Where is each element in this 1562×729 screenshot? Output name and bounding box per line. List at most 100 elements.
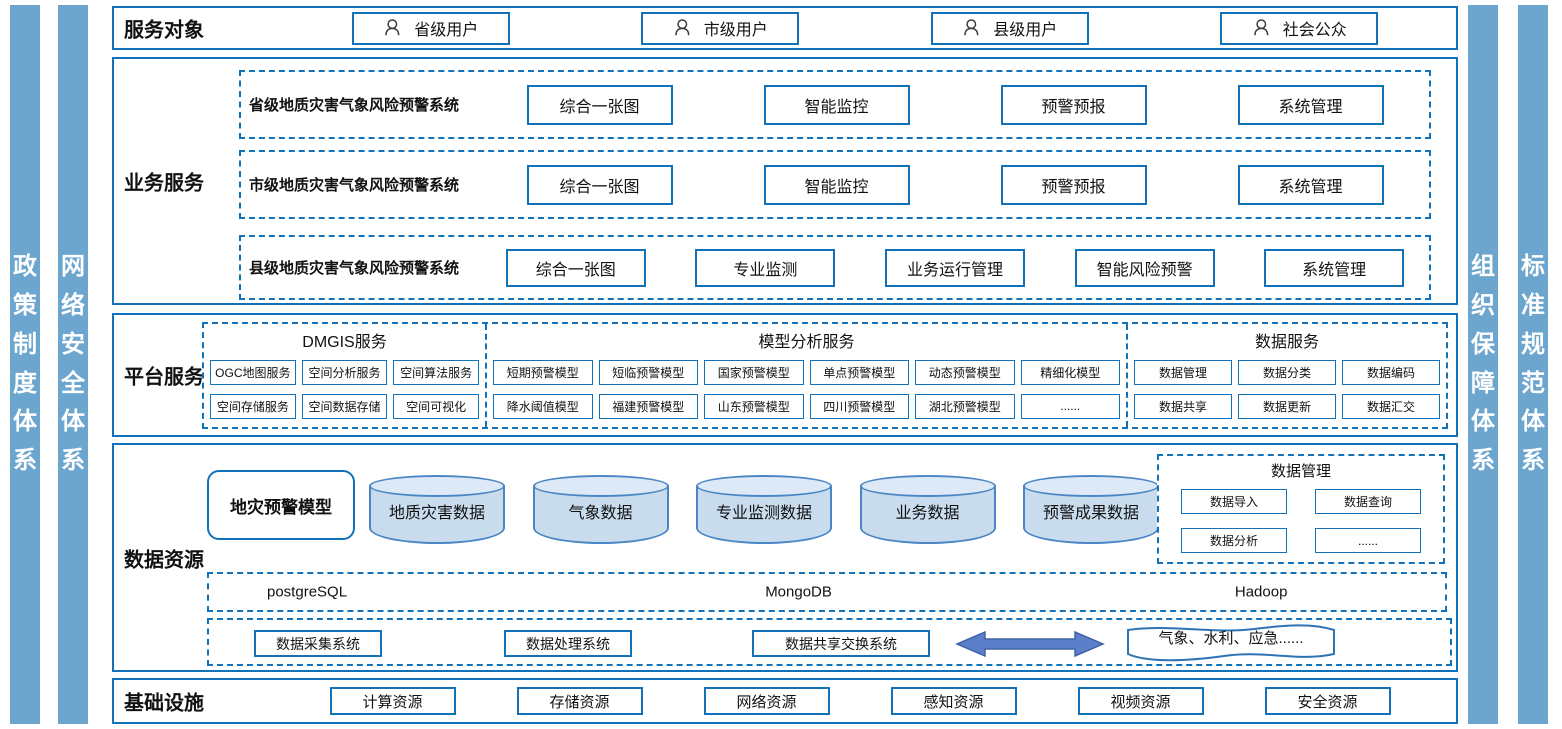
service-row: 数据管理 数据分类 数据编码 <box>1134 355 1440 389</box>
target-label: 县级用户 <box>993 22 1058 39</box>
disaster-warning-model-box: 地灾预警模型 <box>207 470 355 540</box>
data-mgmt-box: 数据查询 <box>1315 489 1421 514</box>
service-box: 短临预警模型 <box>598 359 698 385</box>
user-icon <box>964 19 979 36</box>
resource-box-compute: 计算资源 <box>329 687 456 715</box>
target-label: 社会公众 <box>1282 22 1347 39</box>
pillar-label: 标准规范体系 <box>1521 252 1545 475</box>
user-icon <box>385 19 400 36</box>
data-mgmt-box: ...... <box>1315 528 1421 553</box>
section-title: 业务服务 <box>124 172 204 195</box>
service-box: 降水阈值模型 <box>493 393 593 419</box>
data-system-row: 数据采集系统 数据处理系统 数据共享交换系统 气象、水利、应急...... <box>207 618 1452 666</box>
module-row: 综合一张图 智能监控 预警预报 系统管理 <box>481 84 1429 125</box>
service-box: OGC地图服务 <box>210 359 296 385</box>
user-icon <box>674 19 690 36</box>
section-infrastructure: 基础设施 计算资源 存储资源 网络资源 感知资源 视频资源 安全资源 <box>112 678 1458 724</box>
db-postgresql: postgreSQL <box>267 583 348 601</box>
module-box: 智能监控 <box>763 164 910 205</box>
cylinder-label: 地质灾害数据 <box>388 505 485 522</box>
resource-box-sensing: 感知资源 <box>890 687 1017 715</box>
service-box: 单点预警模型 <box>809 359 909 385</box>
cylinder-label: 气象数据 <box>568 505 633 522</box>
service-box: 数据更新 <box>1238 393 1336 419</box>
module-row: 综合一张图 专业监测 业务运行管理 智能风险预警 系统管理 <box>481 248 1429 287</box>
service-box: 数据管理 <box>1134 359 1232 385</box>
target-county-users: 县级用户 <box>930 11 1089 45</box>
module-box: 预警预报 <box>1000 84 1147 125</box>
cylinder-professional-monitoring-data: 专业监测数据 <box>696 475 832 544</box>
data-cylinder-row: 地质灾害数据 气象数据 专业监测数据 业务数据 预警成果数据 <box>369 475 1159 544</box>
group-data-services: 数据服务 数据管理 数据分类 数据编码 数据共享 数据更新 数据汇交 <box>1128 324 1446 427</box>
section-data-resources: 数据资源 地灾预警模型 地质灾害数据 气象数据 专业监测数据 业务数据 预警成果… <box>112 443 1458 672</box>
data-management-panel: 数据管理 数据导入 数据查询 数据分析 ...... <box>1157 454 1445 564</box>
module-box: 系统管理 <box>1237 84 1384 125</box>
cylinder-warning-result-data: 预警成果数据 <box>1023 475 1159 544</box>
cylinder-label: 业务数据 <box>895 505 960 522</box>
module-box: 综合一张图 <box>505 248 646 287</box>
service-box: 山东预警模型 <box>704 393 804 419</box>
pillar-label: 网络安全体系 <box>61 252 85 475</box>
service-box: 四川预警模型 <box>809 393 909 419</box>
system-name: 省级地质灾害气象风险预警系统 <box>249 97 460 114</box>
module-box: 专业监测 <box>695 248 836 287</box>
module-box: 预警预报 <box>1000 164 1147 205</box>
service-box: 湖北预警模型 <box>915 393 1015 419</box>
section-title: 服务对象 <box>124 19 204 42</box>
panel-grid: 数据导入 数据查询 数据分析 ...... <box>1159 481 1443 553</box>
tape-shape <box>1127 624 1335 662</box>
pillar-label: 政策制度体系 <box>13 252 37 475</box>
data-sharing-exchange-system-box: 数据共享交换系统 <box>752 630 930 657</box>
infrastructure-row: 计算资源 存储资源 网络资源 感知资源 视频资源 安全资源 <box>299 680 1421 722</box>
db-hadoop: Hadoop <box>1234 583 1288 601</box>
database-row: postgreSQL MongoDB Hadoop <box>207 572 1447 612</box>
service-row: 空间存储服务 空间数据存储 空间可视化 <box>210 389 480 423</box>
cylinder-label: 专业监测数据 <box>715 505 812 522</box>
target-public: 社会公众 <box>1220 11 1379 45</box>
service-box: 数据编码 <box>1342 359 1440 385</box>
service-box: 数据共享 <box>1134 393 1232 419</box>
module-box: 系统管理 <box>1264 248 1405 287</box>
service-box: 短期预警模型 <box>493 359 593 385</box>
pillar-organization-support: 组织保障体系 <box>1468 5 1498 724</box>
cylinder-label: 预警成果数据 <box>1042 505 1139 522</box>
provincial-system-row: 省级地质灾害气象风险预警系统 综合一张图 智能监控 预警预报 系统管理 <box>239 70 1431 139</box>
group-title: DMGIS服务 <box>302 334 387 351</box>
service-box: 空间可视化 <box>393 393 480 419</box>
resource-box-storage: 存储资源 <box>516 687 643 715</box>
service-row: 数据共享 数据更新 数据汇交 <box>1134 389 1440 423</box>
cylinder-meteorological-data: 气象数据 <box>532 475 669 544</box>
data-mgmt-box: 数据导入 <box>1181 489 1287 514</box>
service-box: 空间分析服务 <box>301 359 388 385</box>
target-label: 市级用户 <box>703 22 768 39</box>
service-row: 短期预警模型 短临预警模型 国家预警模型 单点预警模型 动态预警模型 精细化模型 <box>493 355 1120 389</box>
service-box: 动态预警模型 <box>915 359 1015 385</box>
group-title: 模型分析服务 <box>758 334 855 351</box>
county-system-row: 县级地质灾害气象风险预警系统 综合一张图 专业监测 业务运行管理 智能风险预警 … <box>239 235 1431 300</box>
module-box: 系统管理 <box>1237 164 1384 205</box>
group-dmgis: DMGIS服务 OGC地图服务 空间分析服务 空间算法服务 空间存储服务 空间数… <box>204 324 487 427</box>
platform-groups: DMGIS服务 OGC地图服务 空间分析服务 空间算法服务 空间存储服务 空间数… <box>202 322 1448 429</box>
group-title: 数据服务 <box>1254 334 1319 351</box>
data-processing-system-box: 数据处理系统 <box>504 630 632 657</box>
service-box: 数据分类 <box>1238 359 1336 385</box>
resource-box-security: 安全资源 <box>1264 687 1391 715</box>
service-target-row: 省级用户 市级用户 县级用户 社会公众 <box>286 8 1444 48</box>
cylinder-geological-disaster-data: 地质灾害数据 <box>369 475 505 544</box>
system-name: 市级地质灾害气象风险预警系统 <box>249 177 460 194</box>
module-row: 综合一张图 智能监控 预警预报 系统管理 <box>481 164 1429 205</box>
service-box: 国家预警模型 <box>704 359 804 385</box>
module-box: 智能风险预警 <box>1074 248 1215 287</box>
data-mgmt-box: 数据分析 <box>1181 528 1287 553</box>
external-systems-tape: 气象、水利、应急...... <box>1124 621 1338 665</box>
db-mongodb: MongoDB <box>765 583 832 601</box>
service-box: 精细化模型 <box>1020 359 1120 385</box>
system-name: 县级地质灾害气象风险预警系统 <box>249 260 460 277</box>
pillar-network-security: 网络安全体系 <box>58 5 88 724</box>
module-box: 综合一张图 <box>526 164 673 205</box>
user-icon <box>1253 19 1269 36</box>
service-box: 空间算法服务 <box>393 359 480 385</box>
service-box: 福建预警模型 <box>598 393 698 419</box>
resource-box-video: 视频资源 <box>1077 687 1204 715</box>
